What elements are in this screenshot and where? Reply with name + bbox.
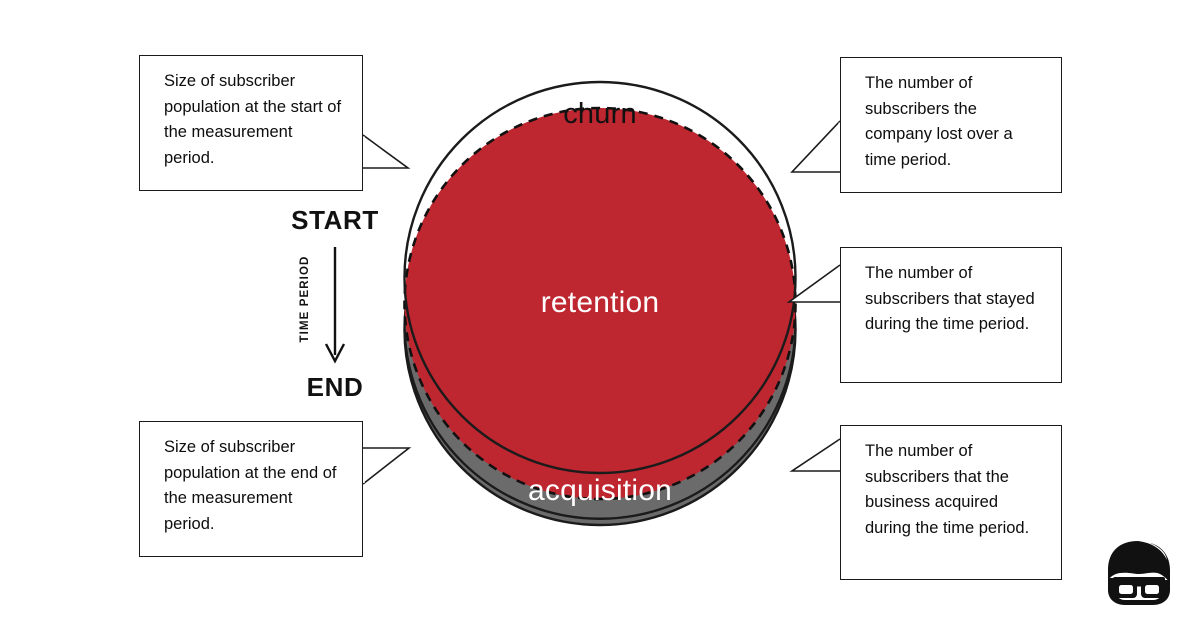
churn-label: churn <box>563 98 637 130</box>
retention-label: retention <box>540 286 660 319</box>
acquisition-circle <box>403 132 797 527</box>
timeline: START TIME PERIOD END <box>270 205 400 410</box>
callout-end-text: Size of subscriber population at the end… <box>139 421 363 557</box>
callout-retention-text: The number of subscribers that stayed du… <box>840 247 1062 383</box>
callout-start-text: Size of subscriber population at the sta… <box>139 55 363 191</box>
callout-acquisition-definition: The number of subscribers that the busin… <box>786 425 1066 580</box>
timeline-start-label: START <box>291 205 379 235</box>
callout-tail-start <box>361 134 411 169</box>
callout-churn-text: The number of subscribers the company lo… <box>840 57 1062 193</box>
callout-churn-definition: The number of subscribers the company lo… <box>786 57 1066 197</box>
callout-retention-definition: The number of subscribers that stayed du… <box>786 247 1066 387</box>
acquisition-label: acquisition <box>528 474 672 507</box>
timeline-end-label: END <box>306 372 364 402</box>
churn-circle <box>403 80 797 475</box>
face-with-glasses-logo <box>1108 541 1170 605</box>
timeline-period-label: TIME PERIOD <box>299 255 311 343</box>
callout-start-population: Size of subscriber population at the sta… <box>139 55 419 195</box>
callout-tail-end <box>361 447 412 485</box>
callout-end-population: Size of subscriber population at the end… <box>139 421 419 561</box>
callout-acquisition-text: The number of subscribers that the busin… <box>840 425 1062 580</box>
timeline-arrow-icon <box>324 247 346 364</box>
